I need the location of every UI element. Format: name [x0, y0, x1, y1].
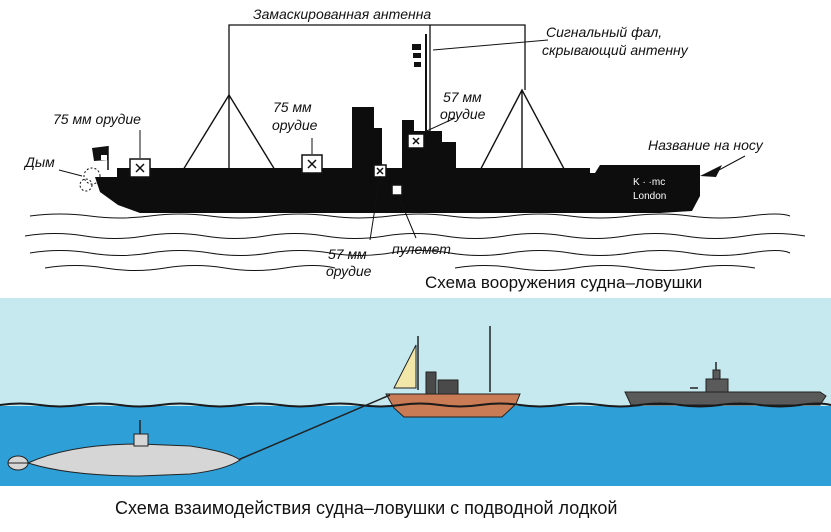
water-waves: [24, 213, 806, 271]
signal-mast: [412, 34, 427, 132]
signal-halyard-label-line1: Сигнальный фал,: [546, 24, 662, 40]
gun-57mm-bottom-label-line2: орудие: [326, 263, 372, 279]
interaction-diagram-caption: Схема взаимодействия судна–ловушки с под…: [115, 498, 617, 518]
smoke-label: Дым: [23, 154, 55, 170]
masked-antenna-lines: [228, 24, 526, 135]
hull-name-line2: London: [633, 191, 666, 202]
gun-57mm-top-label-line2: орудие: [440, 106, 486, 122]
sail: [393, 344, 417, 389]
hull-name-line1: K · ·mc: [633, 177, 665, 188]
trap-ship-silhouette: [95, 107, 700, 213]
armament-diagram-caption: Схема вооружения судна–ловушки: [425, 273, 702, 292]
bow-name-label: Название на носу: [648, 137, 764, 153]
masked-antenna-label: Замаскированная антенна: [253, 6, 431, 22]
machine-gun-marker: [391, 184, 403, 196]
sea-surface-line: [0, 402, 831, 408]
gun-75mm-mid-label-line2: орудие: [272, 117, 318, 133]
signal-halyard-label-line2: скрывающий антенну: [542, 42, 689, 58]
interaction-diagram: Схема взаимодействия судна–ловушки с под…: [0, 298, 831, 518]
gun-75mm-stern-label: 75 мм орудие: [53, 111, 141, 127]
leader-lines: [58, 39, 549, 241]
gun-75mm-mid-label-line1: 75 мм: [273, 99, 312, 115]
hull-name-plate: K · ·mc London: [633, 177, 666, 202]
gun-57mm-bottom-label-line1: 57 мм: [328, 246, 367, 262]
tow-line: [237, 394, 391, 461]
gun-57mm-top-label-line1: 57 мм: [443, 89, 482, 105]
armament-diagram: K · ·mc London: [23, 6, 806, 292]
machine-gun-label: пулемет: [392, 241, 451, 257]
submerged-submarine: [7, 420, 241, 477]
surfaced-submarine: [624, 362, 827, 406]
stern-flag: [92, 146, 109, 170]
smoke-icon: [79, 167, 101, 192]
